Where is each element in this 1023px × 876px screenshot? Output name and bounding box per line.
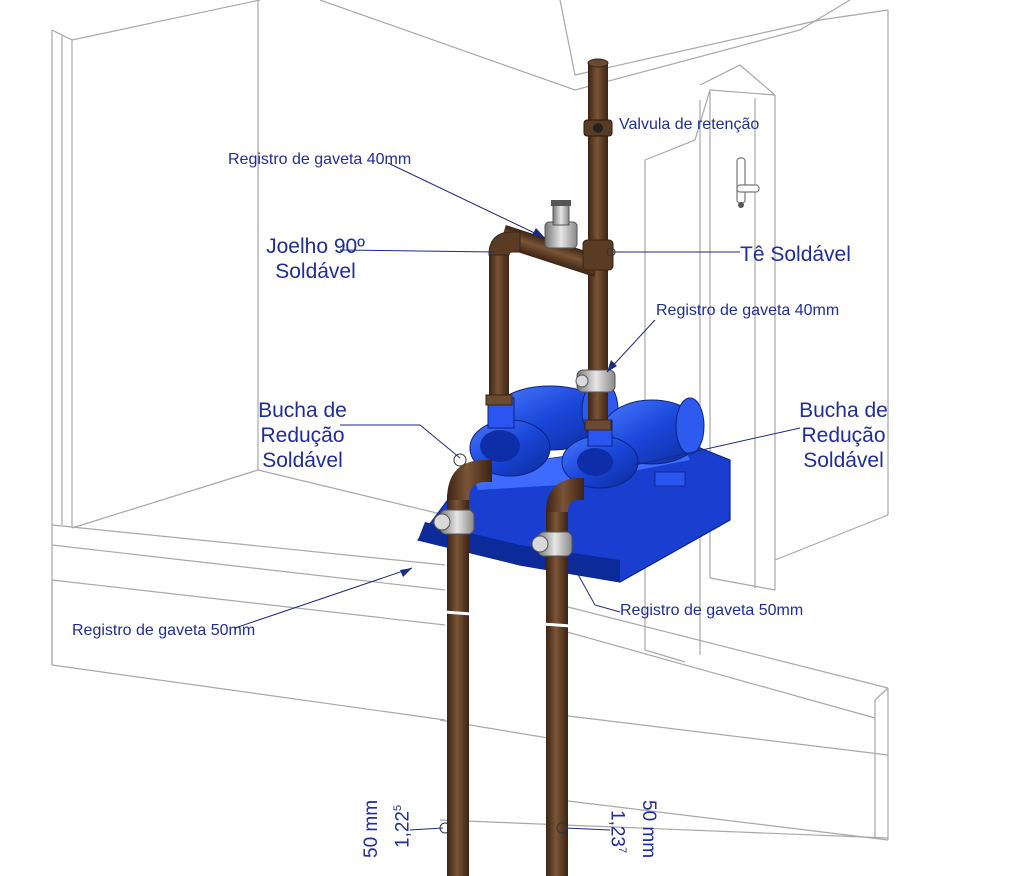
right-pipe-size: 50 mm — [638, 800, 659, 859]
check-valve-label: Valvula de retenção — [619, 116, 760, 133]
gate-valve-top-icon — [544, 200, 578, 249]
bushing-right-line3: Soldável — [803, 449, 884, 472]
bushing-right-label: Bucha de Redução Soldável — [786, 398, 901, 473]
bushing-left-line2: Redução — [260, 424, 345, 447]
door-handle-icon — [736, 157, 760, 208]
tee-label: Tê Soldável — [740, 243, 851, 266]
gate-valve-left-bottom-label: Registro de gaveta 50mm — [72, 622, 256, 639]
gate-valve-left-bottom-icon — [433, 509, 475, 535]
bushing-left-line1: Bucha de — [258, 399, 347, 422]
bushing-right-line1: Bucha de — [799, 399, 888, 422]
gate-valve-right-icon — [575, 369, 616, 393]
gate-valve-right-bottom-label: Registro de gaveta 50mm — [620, 602, 804, 619]
elbow-label: Joelho 90º Soldável — [258, 234, 373, 284]
right-pipe-height-value: 1,23 — [606, 810, 628, 847]
pump-right — [561, 397, 705, 489]
bushing-right-line2: Redução — [801, 424, 886, 447]
right-pipe-height: 1,237 — [607, 810, 632, 853]
elbow-label-line1: Joelho 90º — [266, 235, 365, 258]
gate-valve-right-label: Registro de gaveta 40mm — [656, 302, 840, 319]
bushing-left-label: Bucha de Redução Soldável — [245, 398, 360, 473]
leader-lines — [234, 162, 801, 834]
right-pipe-height-sup: 7 — [616, 846, 628, 854]
piping — [447, 58, 614, 876]
pipe-break-marks — [443, 610, 572, 628]
left-pipe-height: 1,225 — [388, 805, 413, 848]
left-pipe-height-value: 1,22 — [392, 811, 414, 848]
gate-valve-right-bottom-icon — [531, 531, 573, 557]
left-pipe-size: 50 mm — [361, 799, 382, 858]
check-valve-icon — [583, 119, 613, 137]
gate-valve-top-label: Registro de gaveta 40mm — [228, 151, 412, 168]
bushing-left-line3: Soldável — [262, 449, 343, 472]
left-pipe-height-sup: 5 — [392, 804, 404, 812]
room-outline — [51, 0, 889, 841]
elbow-label-line2: Soldável — [275, 260, 356, 283]
